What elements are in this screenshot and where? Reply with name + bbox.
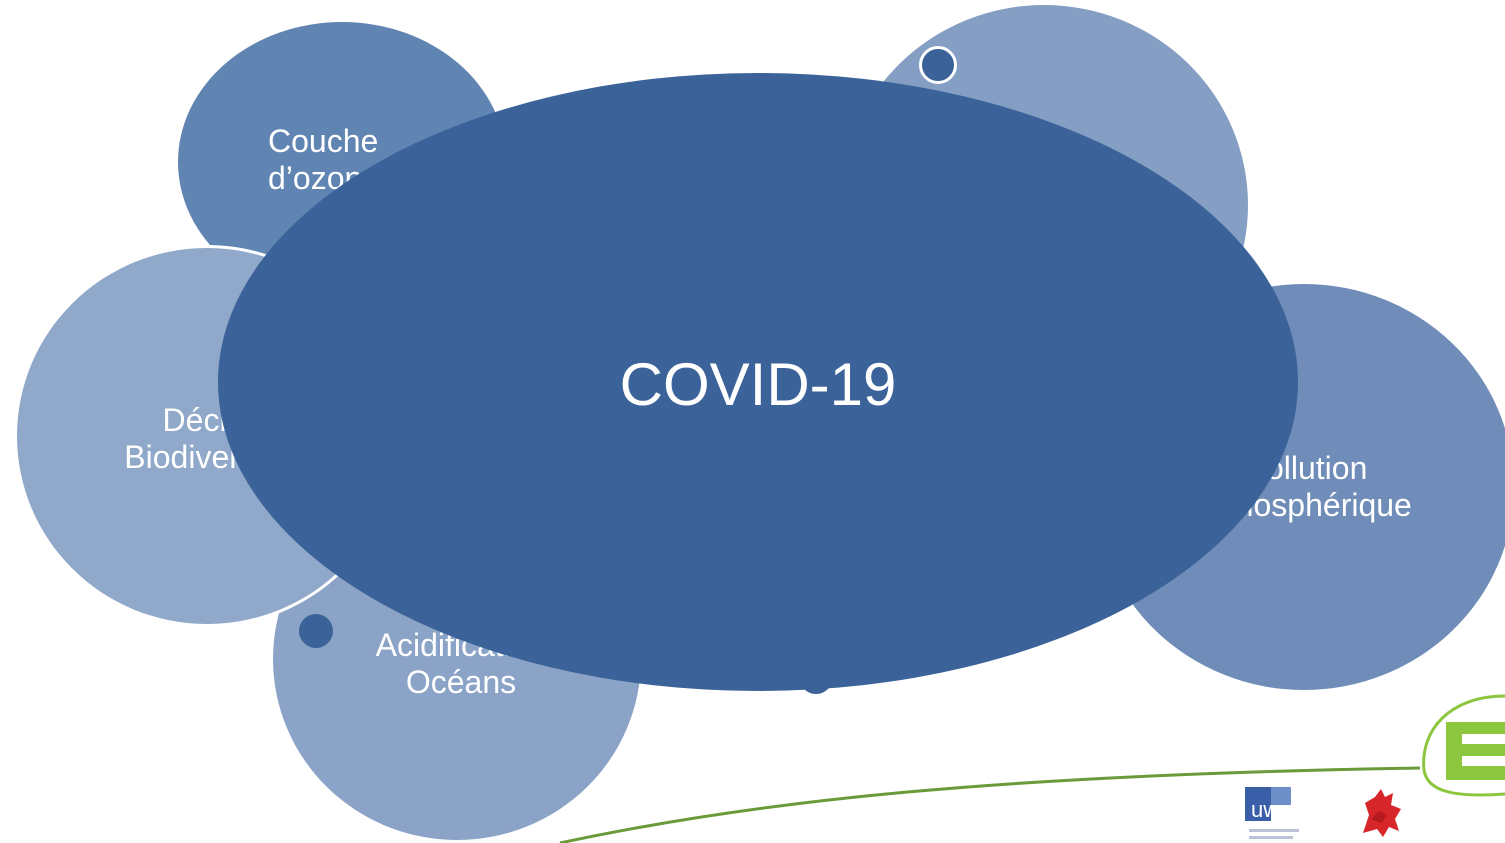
label-acidification-line2: Océans: [405, 664, 517, 700]
green-e-logo-icon: [1422, 694, 1505, 797]
center-title: COVID-19: [619, 351, 897, 418]
label-ozone-line1: Couche: [268, 123, 379, 159]
center-ellipse: [218, 73, 1298, 691]
connector-dot-top: [919, 46, 957, 84]
svg-text:uwe: uwe: [1251, 797, 1291, 822]
uwe-logo: uwe: [1245, 787, 1299, 839]
rooster-emblem-icon: [1363, 789, 1401, 837]
connector-dot-left: [299, 614, 333, 648]
